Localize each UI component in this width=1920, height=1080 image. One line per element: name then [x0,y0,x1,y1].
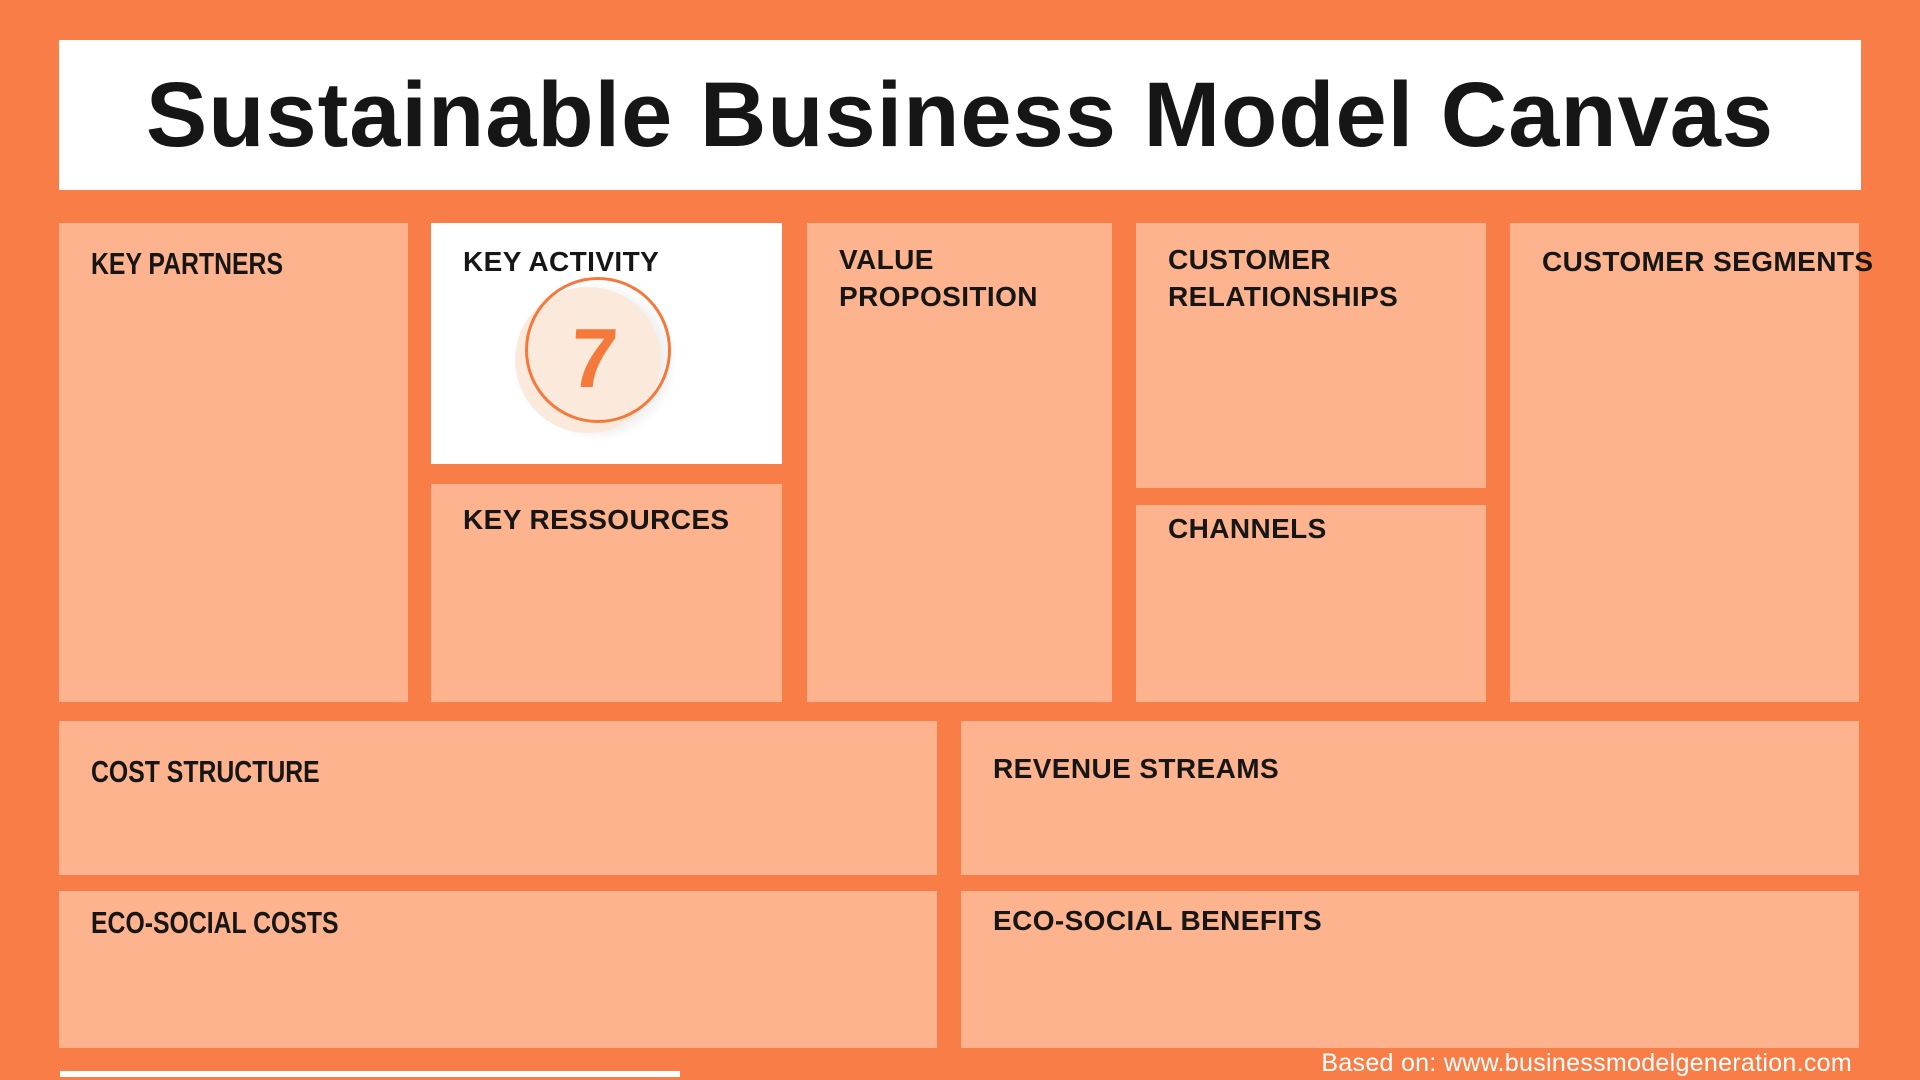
eco-social-costs-label: ECO-SOCIAL COSTS [91,905,339,940]
customer-segments-label: CUSTOMER SEGMENTS [1542,246,1874,277]
step-number-badge: 7 [515,277,677,439]
box-revenue-streams: REVENUE STREAMS [961,721,1859,875]
header-banner: Sustainable Business Model Canvas [59,40,1861,190]
key-partners-label: KEY PARTNERS [91,246,284,281]
box-key-partners: KEY PARTNERS [59,223,408,702]
box-channels: CHANNELS [1136,505,1486,702]
box-key-ressources: KEY RESSOURCES [431,484,782,702]
box-value-proposition: VALUE PROPOSITION [807,223,1112,702]
box-customer-relationships: CUSTOMER RELATIONSHIPS [1136,223,1486,488]
value-proposition-label: VALUE PROPOSITION [839,244,1038,312]
key-activity-label: KEY ACTIVITY [463,246,660,277]
box-cost-structure: COST STRUCTURE [59,721,937,875]
box-key-activity: KEY ACTIVITY 7 [431,223,782,464]
attribution-text: Based on: www.businessmodelgeneration.co… [1321,1049,1852,1077]
channels-label: CHANNELS [1168,513,1327,544]
box-customer-segments: CUSTOMER SEGMENTS [1510,223,1874,702]
revenue-streams-label: REVENUE STREAMS [993,753,1280,784]
box-eco-social-costs: ECO-SOCIAL COSTS [59,891,937,1048]
box-eco-social-benefits: ECO-SOCIAL BENEFITS [961,891,1859,1048]
footer-divider-line [60,1071,680,1077]
page-title: Sustainable Business Model Canvas [145,63,1775,166]
badge-circle-ring [525,277,671,423]
badge-number: 7 [567,310,621,405]
eco-social-benefits-label: ECO-SOCIAL BENEFITS [993,905,1323,936]
key-ressources-label: KEY RESSOURCES [463,504,730,535]
cost-structure-label: COST STRUCTURE [91,754,320,789]
customer-relationships-label: CUSTOMER RELATIONSHIPS [1168,244,1399,312]
